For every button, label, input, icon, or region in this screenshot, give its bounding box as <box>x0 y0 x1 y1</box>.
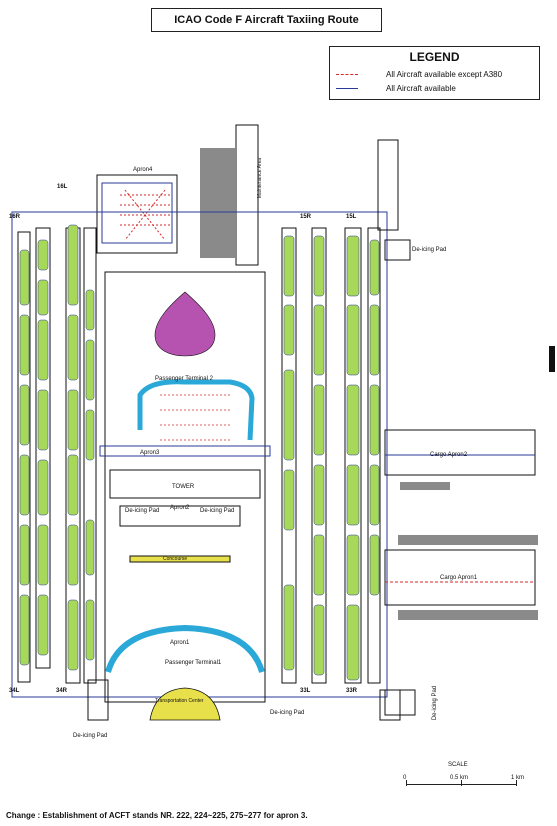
concourse-label: Concourse <box>163 556 188 562</box>
terminal2-restricted-routes <box>160 394 230 441</box>
right-runways <box>281 227 381 684</box>
left-runway-segments <box>19 224 95 671</box>
deicing-pad-se <box>384 689 416 716</box>
left-runways <box>17 227 97 684</box>
maintenance-building <box>200 148 235 258</box>
legend-item-label: All Aircraft available except A380 <box>386 70 503 79</box>
scale-title: SCALE <box>448 762 468 768</box>
cargo-apron2-area <box>384 429 536 476</box>
legend-heading: LEGEND <box>409 50 460 64</box>
scale-tick <box>461 780 462 786</box>
cargo-building-2 <box>400 482 450 490</box>
runway-label-34l: 34L <box>9 688 20 694</box>
apron4-restricted-routes <box>120 189 170 241</box>
runway-label-15r: 15R <box>300 214 312 220</box>
runway-label-15l: 15L <box>346 214 357 220</box>
deicing-pad-ne <box>384 239 411 261</box>
runway-label-33l: 33L <box>300 688 311 694</box>
cargo-building-3 <box>398 610 538 620</box>
deicing-label-center-left: De-icing Pad <box>125 508 160 514</box>
legend-item-restricted: All Aircraft available except A380 <box>336 70 502 79</box>
deicing-label-center-right: De-icing Pad <box>200 508 235 514</box>
apron4-taxiway <box>101 182 173 244</box>
cargo-apron2-label: Cargo Apron2 <box>430 452 468 458</box>
deicing-label-sw: De-icing Pad <box>73 733 108 739</box>
cargo-apron1-label: Cargo Apron1 <box>440 575 478 581</box>
concourse-building <box>129 555 231 563</box>
apron4-label: Apron4 <box>133 167 153 173</box>
scale-tick-label: 0.5 km <box>450 775 469 781</box>
cargo-building-1 <box>398 535 538 545</box>
runway-label-33r: 33R <box>346 688 358 694</box>
central-landmark <box>154 291 216 357</box>
apron2-area <box>119 505 241 527</box>
scale-tick-label: 1 km <box>511 775 525 781</box>
terminal1-building <box>105 624 265 673</box>
transport-center-building <box>149 687 221 721</box>
apron3-taxiway <box>99 445 271 457</box>
apron4-outline <box>96 174 178 254</box>
page-edge-marker <box>549 346 555 372</box>
cargo-apron1-area <box>384 549 536 606</box>
deicing-pad-sw <box>87 679 109 721</box>
deicing-label-south: De-icing Pad <box>270 710 305 716</box>
terminal2-building <box>137 379 255 441</box>
apron2-label: Apron2 <box>170 505 190 511</box>
change-note: Change : Establishment of ACFT stands NR… <box>6 811 308 820</box>
apron1-label: Apron1 <box>170 640 190 646</box>
terminal2-label: Passenger Terminal 2 <box>155 376 213 382</box>
runway-label-16l: 16L <box>57 184 68 190</box>
tower-area <box>109 469 261 499</box>
terminal1-label: Passenger Terminal1 <box>165 660 222 666</box>
scale-tick-label: 0 <box>403 775 407 781</box>
scale-tick <box>406 780 407 786</box>
right-runway-segments <box>283 235 380 681</box>
runway-label-16r: 16R <box>9 214 21 220</box>
apron3-label: Apron3 <box>140 450 160 456</box>
runway-label-34r: 34R <box>56 688 68 694</box>
deicing-label-ne: De-icing Pad <box>412 247 447 253</box>
scale-tick <box>516 780 517 786</box>
legend-item-available: All Aircraft available <box>336 84 456 93</box>
deicing-label-se: De-icing Pad <box>432 685 439 721</box>
map-title: ICAO Code F Aircraft Taxiing Route <box>151 8 382 32</box>
solid-line-icon <box>336 88 358 89</box>
airport-map <box>11 124 538 721</box>
tower-label: TOWER <box>172 484 195 490</box>
dashed-line-icon <box>336 74 358 75</box>
legend-item-label: All Aircraft available <box>386 84 456 93</box>
north-approach <box>377 139 399 231</box>
map-scale: SCALE 0 0.5 km 1 km <box>396 762 526 802</box>
transport-center-label: Transportation Center <box>155 698 204 704</box>
legend: LEGEND All Aircraft available except A38… <box>329 46 540 100</box>
maintenance-hangar-row <box>235 124 259 266</box>
maintenance-label: Maintenance Area <box>257 157 264 199</box>
